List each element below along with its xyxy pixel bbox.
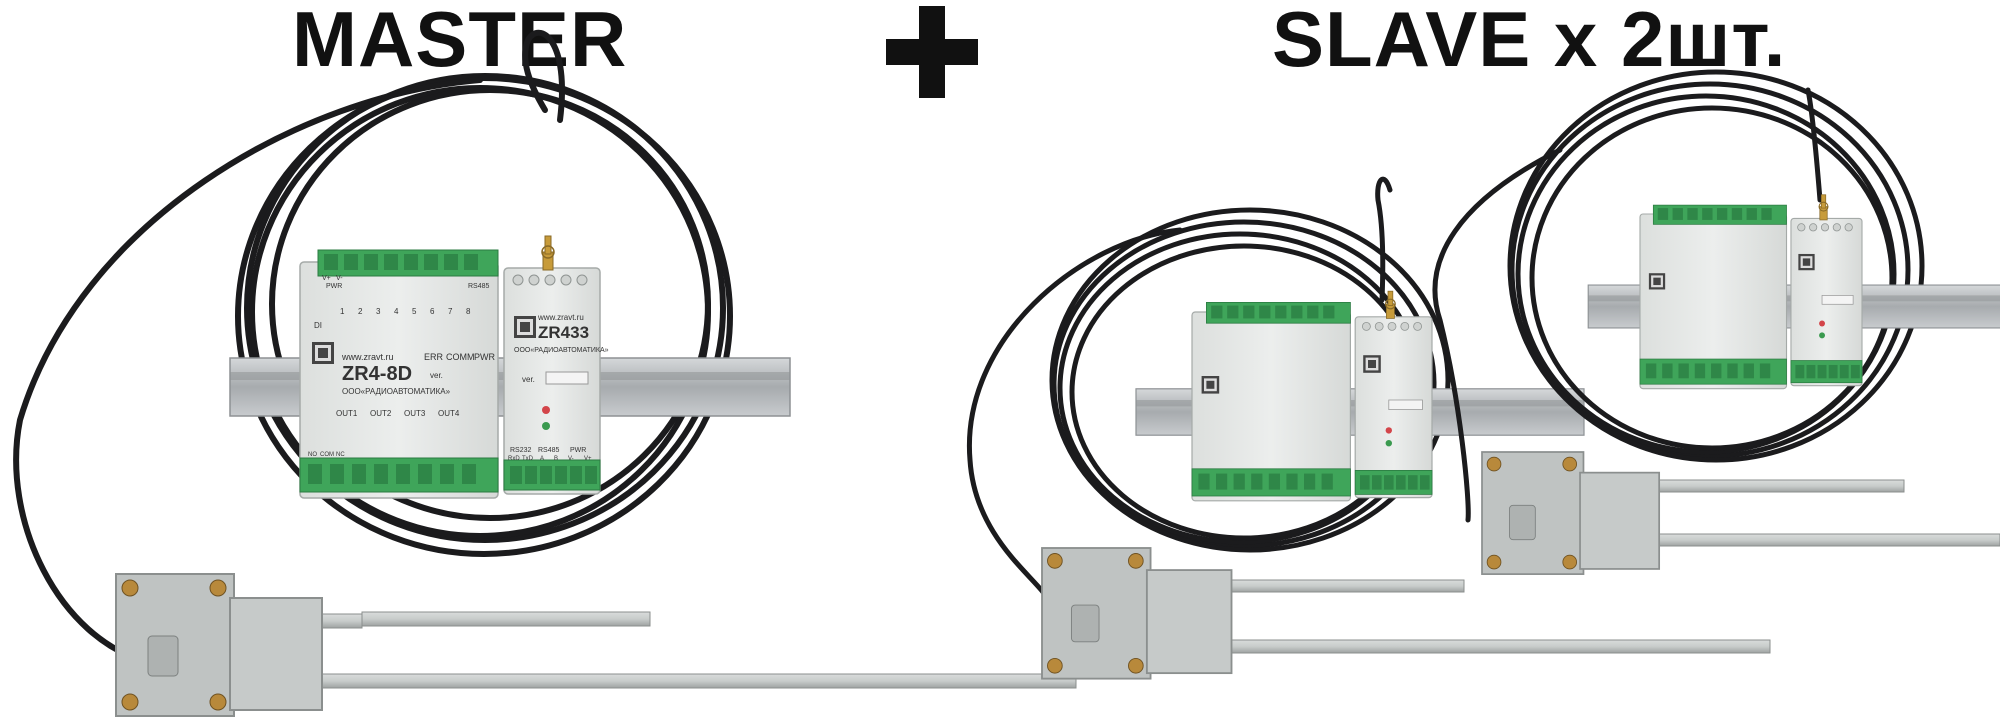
master-antenna: [115, 573, 1077, 717]
device-model-label: ZR4-8D: [342, 363, 412, 385]
pwr-indicator-label: PWR: [474, 352, 495, 362]
master-module-group: www.zravt.ru ZR4-8D ООО«РАДИОАВТОМАТИКА»…: [229, 235, 791, 499]
out4-label: OUT4: [438, 409, 460, 418]
pin-rxd: RxD: [508, 456, 520, 462]
pin-b: B: [554, 456, 558, 462]
vplus-pin-label: V+: [322, 275, 331, 282]
channel-7: 7: [448, 307, 453, 316]
radio-ver-label: ver.: [522, 375, 535, 384]
comm-indicator-label: COMM: [446, 352, 475, 362]
terminal-nc-label: NC: [336, 452, 345, 458]
out1-label: OUT1: [336, 409, 358, 418]
channel-6: 6: [430, 307, 435, 316]
slave2-module-group: [1587, 194, 2000, 390]
ver-label: ver.: [430, 371, 443, 380]
device-company-label: ООО«РАДИОАВТОМАТИКА»: [342, 387, 451, 396]
master-label: MASTER: [292, 0, 628, 83]
device-website-label: www.zravt.ru: [341, 352, 394, 362]
terminal-com-label: COM: [320, 452, 334, 458]
slave2-antenna: [1481, 451, 2000, 575]
terminal-no-label: NO: [308, 452, 317, 458]
channel-2: 2: [358, 307, 363, 316]
rs485-label: RS485: [468, 283, 490, 290]
channel-1: 1: [340, 307, 345, 316]
channel-3: 3: [376, 307, 381, 316]
port-rs232-label: RS232: [510, 447, 532, 454]
pin-a: A: [540, 456, 544, 462]
radio-website-label: www.zravt.ru: [537, 313, 584, 322]
pwr-label: PWR: [326, 283, 342, 290]
slave-label: SLAVE x 2шт.: [1272, 0, 1787, 83]
channel-8: 8: [466, 307, 471, 316]
pin-txd: TxD: [522, 456, 534, 462]
radio-model-label: ZR433: [538, 323, 589, 342]
di-label: DI: [314, 321, 322, 330]
port-rs485-label: RS485: [538, 447, 560, 454]
radio-company-label: ООО«РАДИОАВТОМАТИКА»: [514, 347, 609, 354]
channel-4: 4: [394, 307, 399, 316]
pin-vplus: V+: [584, 456, 592, 462]
plus-icon: [886, 6, 978, 98]
channel-5: 5: [412, 307, 417, 316]
out3-label: OUT3: [404, 409, 426, 418]
vminus-pin-label: V-: [336, 275, 343, 282]
port-pwr-label: PWR: [570, 447, 586, 454]
err-indicator-label: ERR: [424, 352, 444, 362]
out2-label: OUT2: [370, 409, 392, 418]
pin-vminus: V-: [568, 456, 574, 462]
slave1-antenna: [1041, 547, 1771, 680]
